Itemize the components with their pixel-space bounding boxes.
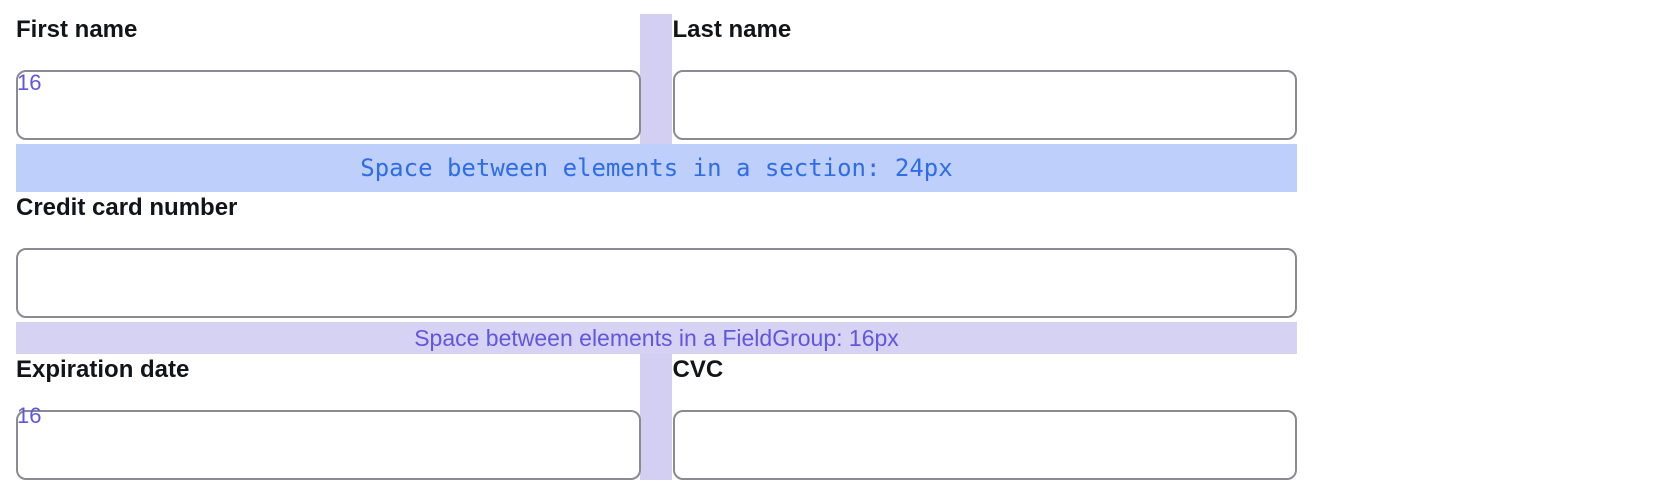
first-name-field: First name — [16, 14, 641, 140]
cvc-input[interactable] — [672, 410, 1297, 480]
column-gap-highlight — [640, 14, 672, 144]
form-content: First name Last name 16 Space between el… — [16, 14, 1297, 480]
card-fieldgroup: Credit card number — [16, 192, 1297, 318]
last-name-input[interactable] — [672, 70, 1297, 140]
column-gap-highlight — [640, 354, 672, 480]
card-number-field: Credit card number — [16, 192, 1297, 318]
expiration-date-label: Expiration date — [16, 356, 190, 383]
last-name-field: Last name — [672, 14, 1297, 140]
first-name-input[interactable] — [16, 70, 641, 140]
section-spacing-band: Space between elements in a section: 24p… — [16, 144, 1297, 192]
name-fieldgroup: First name Last name 16 — [16, 14, 1297, 144]
expiration-date-field: Expiration date — [16, 354, 641, 480]
column-gap-size-label: 16 — [17, 70, 42, 95]
column-gap-size-label: 16 — [17, 403, 42, 428]
last-name-label: Last name — [672, 16, 792, 43]
card-number-input[interactable] — [16, 248, 1297, 318]
first-name-label: First name — [16, 16, 138, 43]
fieldgroup-spacing-band: Space between elements in a FieldGroup: … — [16, 322, 1297, 354]
cvc-field: CVC — [672, 354, 1297, 480]
cvc-label: CVC — [672, 356, 724, 383]
expiry-fieldgroup: Expiration date CVC 16 — [16, 354, 1297, 480]
expiration-date-input[interactable] — [16, 410, 641, 480]
card-number-label: Credit card number — [16, 194, 238, 221]
